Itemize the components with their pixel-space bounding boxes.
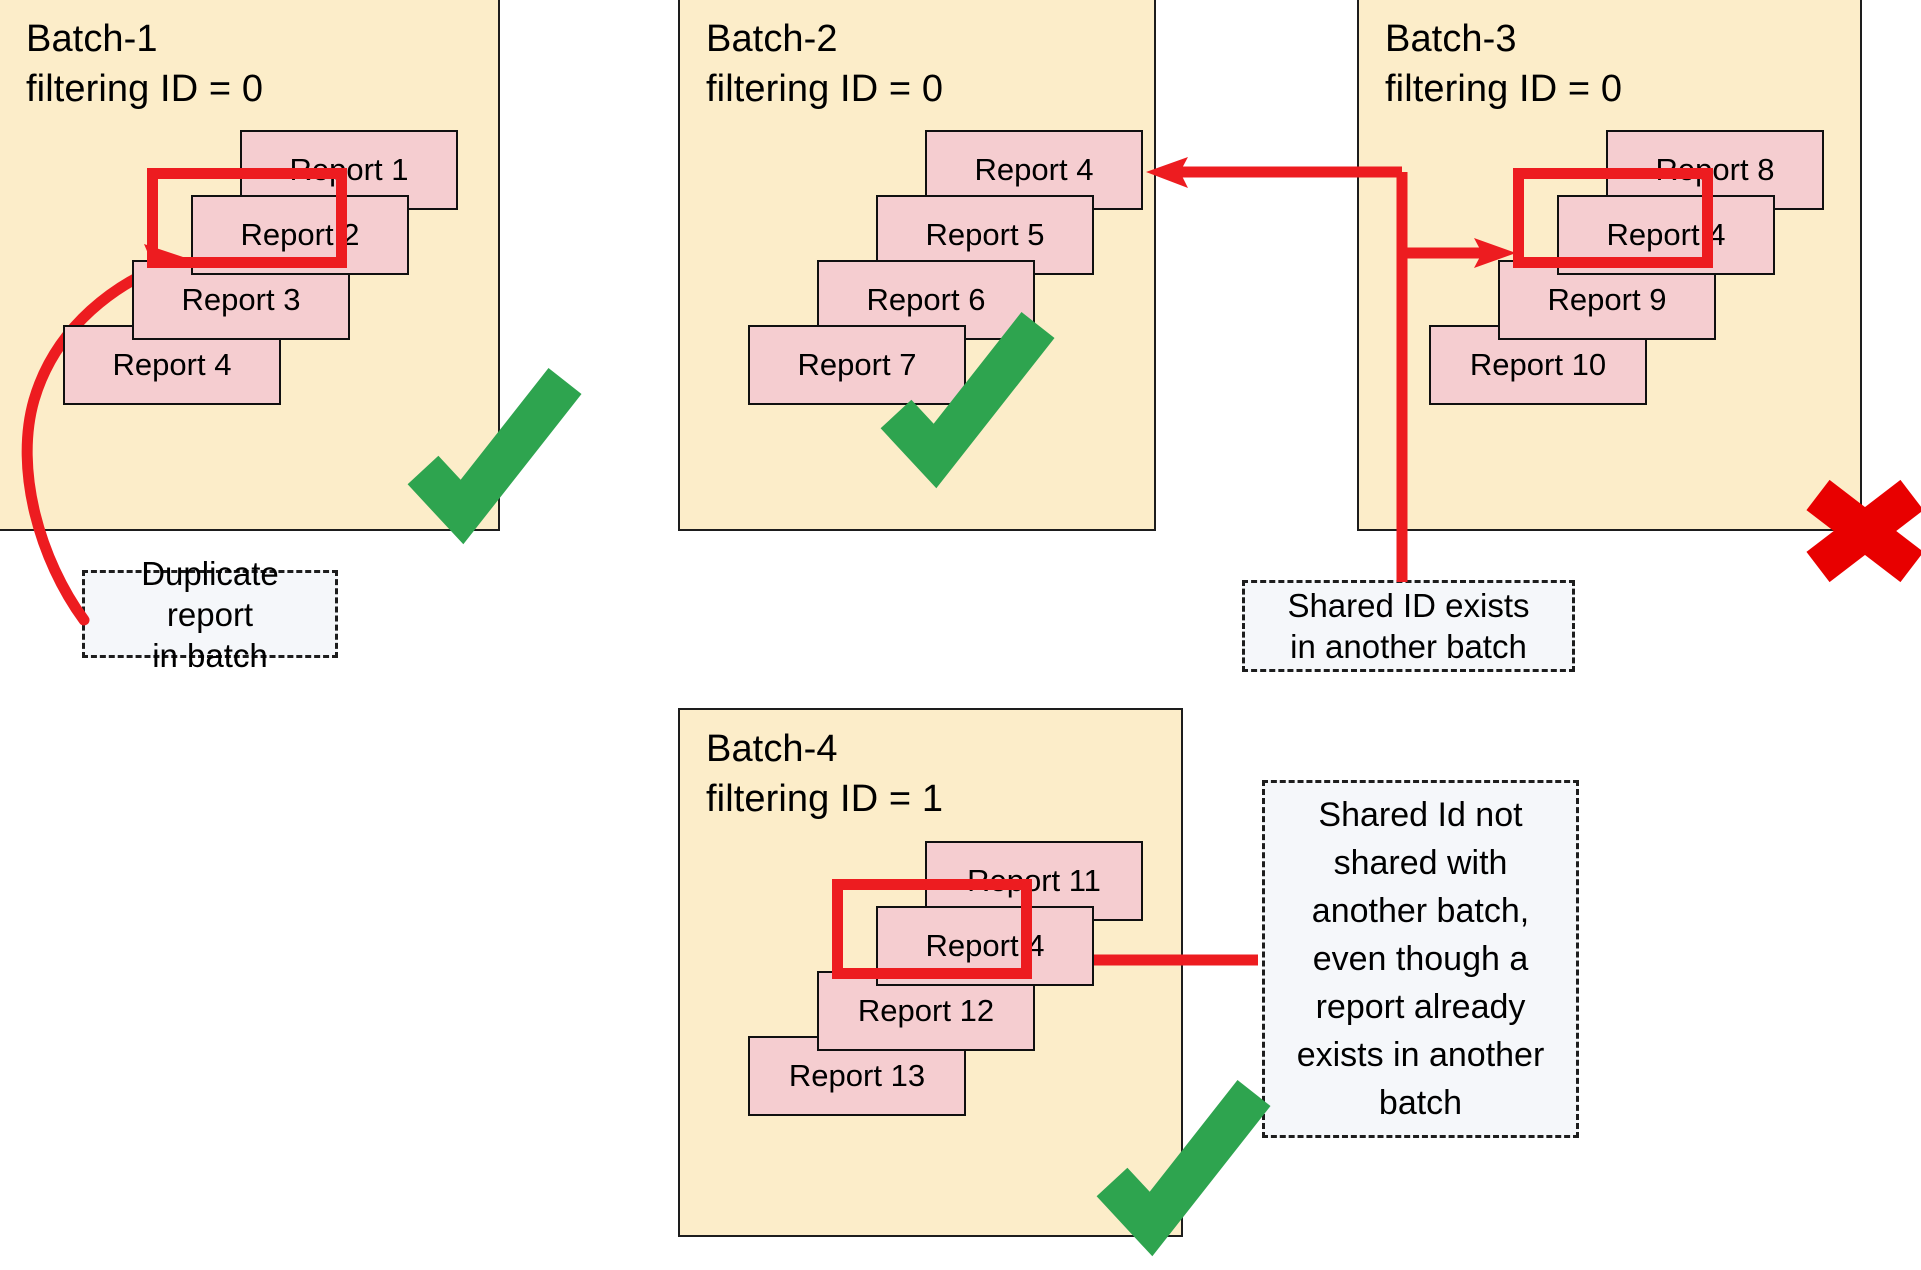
batch-container-1: Batch-1 filtering ID = 0 Report 1 Report… <box>0 0 500 531</box>
callout-line-1: Shared ID exists <box>1287 587 1530 624</box>
report-card[interactable]: Report 7 <box>748 325 966 405</box>
report-card-label: Report 13 <box>788 1058 926 1093</box>
report-card-label: Report 10 <box>1469 347 1607 382</box>
shared-id-highlight-batch3 <box>1513 168 1713 268</box>
report-card-label: Report 6 <box>866 282 986 317</box>
callout-line-2: in batch <box>152 636 268 674</box>
report-card-label: Report 7 <box>797 347 917 382</box>
batch-container-3: Batch-3 filtering ID = 0 Report 8 Report… <box>1357 0 1862 531</box>
report-card-label: Report 12 <box>857 993 995 1028</box>
callout-shared-id-not-shared: Shared Id not shared with another batch,… <box>1262 780 1579 1138</box>
callout-line-2: in another batch <box>1290 628 1527 665</box>
batch-title-3: Batch-3 filtering ID = 0 <box>1385 18 1623 110</box>
report-card-label: Report 4 <box>974 152 1094 187</box>
duplicate-report-highlight <box>147 168 347 268</box>
callout-text: Shared Id not shared with another batch,… <box>1296 796 1545 1122</box>
batch-title-4: Batch-4 filtering ID = 1 <box>706 728 944 820</box>
shared-id-highlight-batch4 <box>832 879 1032 979</box>
batch-title-1: Batch-1 filtering ID = 0 <box>26 18 264 110</box>
batch-container-4: Batch-4 filtering ID = 1 Report 11 Repor… <box>678 708 1183 1237</box>
report-card-label: Report 5 <box>925 217 1045 252</box>
report-card-label: Report 3 <box>181 282 301 317</box>
callout-duplicate-report: Duplicate report in batch <box>82 555 338 674</box>
report-card[interactable]: Report 13 <box>748 1036 966 1116</box>
callout-line-1: Duplicate report <box>141 554 279 633</box>
batch-container-2: Batch-2 filtering ID = 0 Report 4 Report… <box>678 0 1156 531</box>
batch-title-2: Batch-2 filtering ID = 0 <box>706 18 944 110</box>
callout-shared-id-exists: Shared ID exists in another batch <box>1242 580 1575 672</box>
report-card-label: Report 9 <box>1547 282 1667 317</box>
report-card-label: Report 4 <box>112 347 232 382</box>
